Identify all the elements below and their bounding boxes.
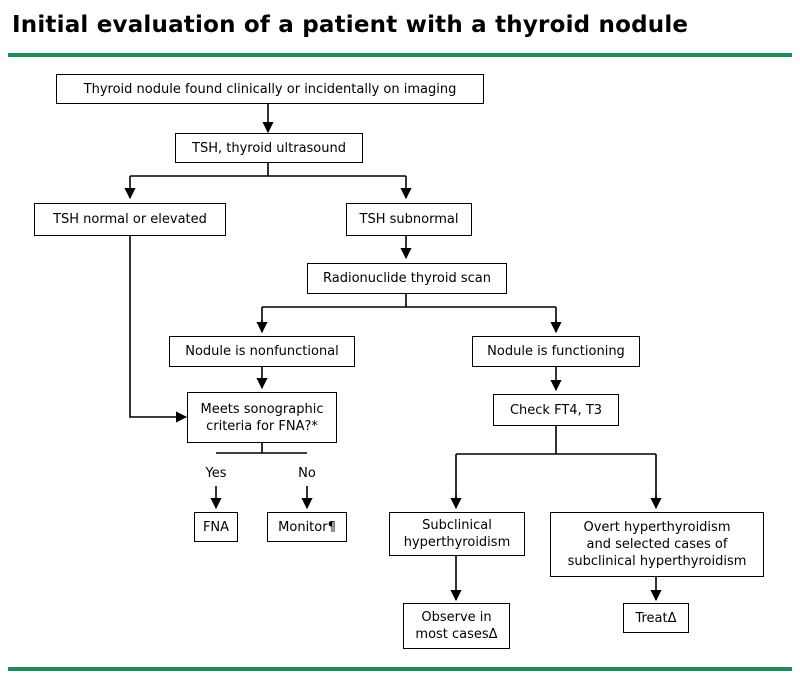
node-tsh-subnormal: TSH subnormal <box>346 203 472 236</box>
node-nonfunctional: Nodule is nonfunctional <box>169 336 355 367</box>
page-title: Initial evaluation of a patient with a t… <box>12 12 689 38</box>
node-fna: FNA <box>194 512 238 542</box>
split-check <box>455 426 657 508</box>
split-scan <box>261 294 557 332</box>
split-criteria <box>216 443 307 454</box>
node-subclinical: Subclinical hyperthyroidism <box>389 512 525 556</box>
node-observe: Observe in most casesΔ <box>403 603 510 649</box>
node-radionuclide-scan: Radionuclide thyroid scan <box>307 263 507 294</box>
node-sonographic-criteria: Meets sonographic criteria for FNA?* <box>187 392 337 443</box>
node-tsh-ultrasound: TSH, thyroid ultrasound <box>175 133 363 163</box>
bottom-divider <box>8 667 792 671</box>
node-check-ft4-t3: Check FT4, T3 <box>493 394 619 426</box>
label-yes: Yes <box>205 466 227 481</box>
node-monitor: Monitor¶ <box>267 512 347 542</box>
split-tsh <box>129 162 407 198</box>
top-divider <box>8 53 792 57</box>
node-overt: Overt hyperthyroidism and selected cases… <box>550 512 764 577</box>
node-nodule-found: Thyroid nodule found clinically or incid… <box>56 74 484 104</box>
node-tsh-normal: TSH normal or elevated <box>34 203 226 236</box>
node-treat: TreatΔ <box>623 603 689 633</box>
node-functioning: Nodule is functioning <box>472 336 640 367</box>
arrow-normal-to-criteria <box>129 236 188 423</box>
label-no: No <box>298 466 316 481</box>
